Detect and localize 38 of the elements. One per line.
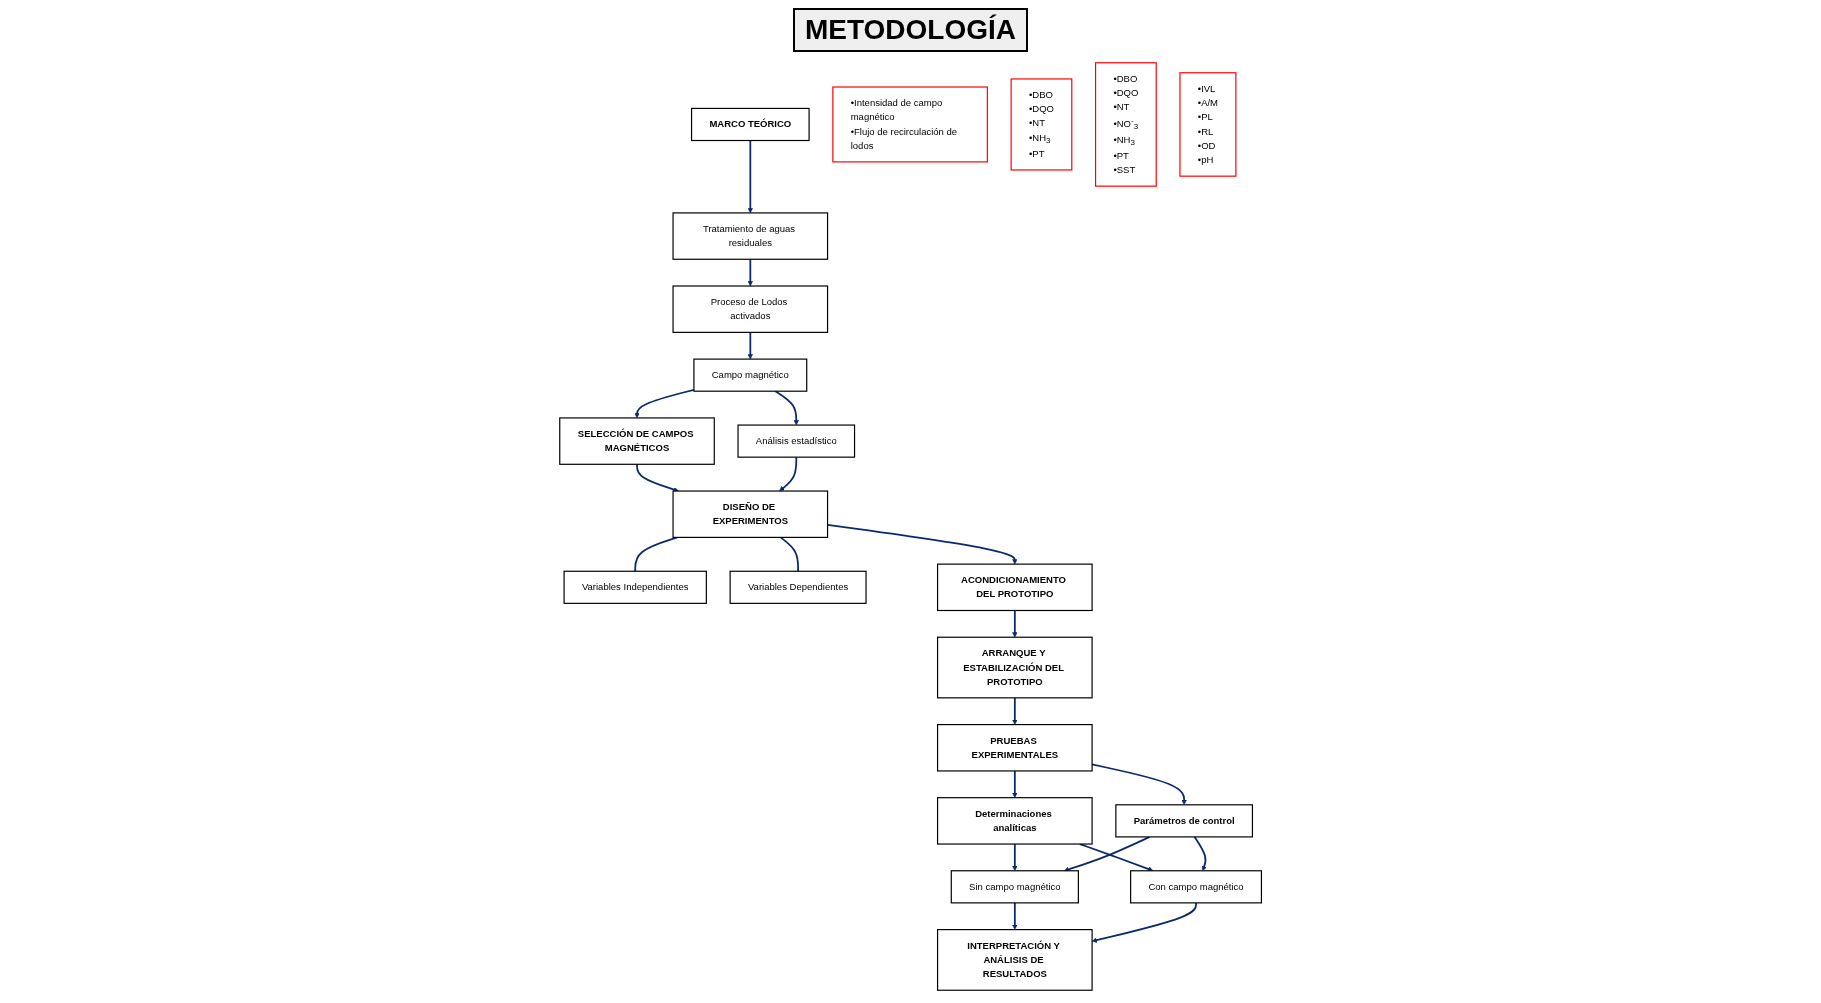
node-box: SELECCIÓN DE CAMPOS MAGNÉTICOS xyxy=(559,417,715,465)
node-box: Variables Independientes xyxy=(563,570,707,604)
arrow xyxy=(1063,836,1151,872)
node-box: Tratamiento de aguas residuales xyxy=(672,212,829,260)
arrow xyxy=(1091,763,1187,806)
node-box: •Intensidad de campo magnético •Flujo de recirculación de lodos xyxy=(832,86,988,163)
arrow xyxy=(1091,902,1197,943)
node-box: DISEÑO DE EXPERIMENTOS xyxy=(672,490,829,538)
node-box: ARRANQUE Y ESTABILIZACIÓN DEL PROTOTIPO xyxy=(936,636,1093,699)
node-box: Determinaciones analíticas xyxy=(936,797,1093,845)
arrow xyxy=(1193,836,1207,871)
node-box: •IVL •A/M •PL •RL •OD •pH xyxy=(1179,72,1237,177)
node-box: Variables Dependientes xyxy=(729,570,867,604)
arrow xyxy=(1012,770,1018,798)
node-box: INTERPRETACIÓN Y ANÁLISIS DE RESULTADOS xyxy=(936,929,1093,991)
connector xyxy=(779,536,799,573)
node-box: Análisis estadístico xyxy=(737,424,856,458)
arrow xyxy=(747,139,753,214)
arrow xyxy=(634,388,695,419)
arrow xyxy=(1012,696,1018,725)
arrow xyxy=(1012,609,1018,638)
node-box: Sin campo magnético xyxy=(950,870,1079,904)
node-box: Parámetros de control xyxy=(1115,804,1253,838)
node-box: Con campo magnético xyxy=(1129,870,1262,904)
node-box: •DBO •DQO •NT •NH$_{3}$ •PT xyxy=(1010,78,1073,171)
arrow xyxy=(774,390,799,426)
arrow xyxy=(1012,843,1018,871)
title: METODOLOGÍA xyxy=(792,8,1028,52)
arrow xyxy=(1012,902,1018,930)
arrow xyxy=(779,456,798,492)
node-box: ACONDICIONAMIENTO DEL PROTOTIPO xyxy=(936,563,1093,612)
arrow xyxy=(636,463,679,493)
node-box: Campo magnético xyxy=(693,358,808,392)
arrow xyxy=(747,331,753,360)
node-box: PRUEBAS EXPERIMENTALES xyxy=(936,724,1093,772)
node-box: MARCO TEÓRICO xyxy=(690,107,810,142)
node-box: Proceso de Lodos activados xyxy=(672,285,829,333)
arrow xyxy=(747,258,753,287)
